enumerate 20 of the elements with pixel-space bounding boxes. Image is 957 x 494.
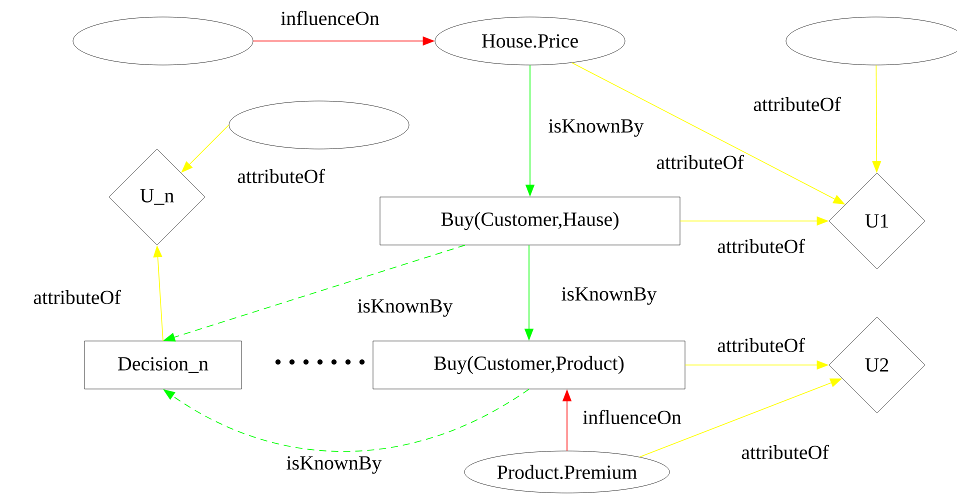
ellipse-node — [228, 100, 410, 150]
ellipse-node: Product.Premium — [464, 450, 670, 494]
edge-label: influenceOn — [582, 408, 682, 426]
edge-label: attributeOf — [655, 154, 745, 170]
edge-label: attributeOf — [740, 444, 830, 460]
decision-box: Buy(Customer,Product) — [372, 340, 686, 390]
edge-label: isKnownBy — [547, 118, 645, 138]
decision-box: Decision_n — [84, 340, 242, 390]
edge-label: attributeOf — [716, 238, 806, 254]
edge-label: influenceOn — [280, 10, 380, 26]
ellipse-node: House.Price — [434, 16, 626, 66]
edge-label: attributeOf — [32, 288, 122, 306]
edge-label: isKnownBy — [560, 286, 658, 306]
edge-label: attributeOf — [752, 96, 842, 112]
decision-box: Buy(Customer,Hause) — [380, 196, 680, 246]
edge-label: attributeOf — [716, 336, 806, 354]
edge-label: isKnownBy — [356, 298, 454, 318]
edge-label: attributeOf — [236, 168, 326, 184]
edge-label: isKnownBy — [285, 455, 383, 475]
ellipse-node — [72, 16, 254, 66]
